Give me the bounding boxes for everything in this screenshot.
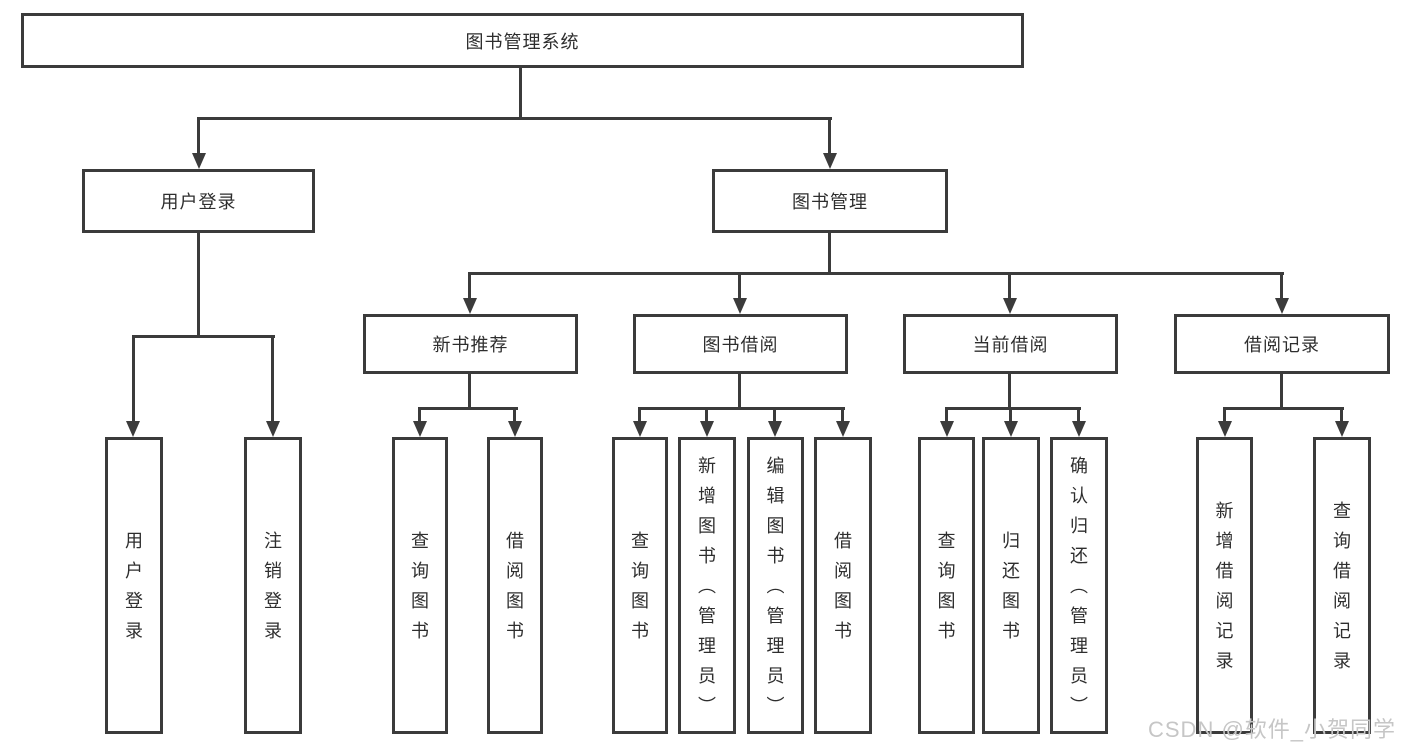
connector-to-current-borrow — [1008, 272, 1011, 300]
connector-cb-3 — [1077, 407, 1080, 423]
leaf-cb-query-book: 查 询 图 书 — [918, 437, 975, 734]
connector-bb-2 — [705, 407, 708, 423]
node-new-book-recommend-label: 新书推荐 — [432, 335, 509, 355]
connector-to-new-book-recommend — [468, 272, 471, 300]
connector-br-cross — [1223, 407, 1344, 410]
node-book-borrow-label: 图书借阅 — [702, 335, 779, 355]
connector-br-2 — [1340, 407, 1343, 423]
connector-bb-3 — [773, 407, 776, 423]
leaf-cb-return-book-label: 归 还 图 书 — [1002, 530, 1020, 641]
node-book-management: 图书管理 — [712, 169, 948, 233]
leaf-cb-confirm-return-admin: 确 认 归 还 ︵ 管 理 员 ︶ — [1050, 437, 1108, 734]
connector-root-stem — [519, 68, 522, 120]
leaf-bb-borrow-book: 借 阅 图 书 — [814, 437, 872, 734]
connector-nbr-stem — [468, 374, 471, 410]
leaf-user-login: 用 户 登 录 — [105, 437, 163, 734]
connector-nbr-left — [418, 407, 421, 423]
arrow-down-icon — [126, 421, 140, 437]
arrow-down-icon — [1275, 298, 1289, 314]
arrow-down-icon — [733, 298, 747, 314]
arrow-down-icon — [1003, 298, 1017, 314]
leaf-bb-add-book-admin: 新 增 图 书 ︵ 管 理 员 ︶ — [678, 437, 736, 734]
connector-to-book-borrow — [738, 272, 741, 300]
node-current-borrow: 当前借阅 — [903, 314, 1118, 374]
leaf-bb-add-book-admin-label: 新 增 图 书 ︵ 管 理 员 ︶ — [698, 455, 716, 716]
leaf-nbr-borrow-book: 借 阅 图 书 — [487, 437, 543, 734]
node-new-book-recommend: 新书推荐 — [363, 314, 578, 374]
connector-cb-cross — [945, 407, 1081, 410]
arrow-down-icon — [508, 421, 522, 437]
connector-bb-stem — [738, 374, 741, 410]
node-user-login-label: 用户登录 — [160, 192, 237, 212]
connector-cb-1 — [945, 407, 948, 423]
leaf-bb-edit-book-admin: 编 辑 图 书 ︵ 管 理 员 ︶ — [747, 437, 804, 734]
arrow-down-icon — [940, 421, 954, 437]
leaf-cb-query-book-label: 查 询 图 书 — [937, 530, 956, 641]
connector-cb-2 — [1009, 407, 1012, 423]
arrow-down-icon — [633, 421, 647, 437]
leaf-bb-edit-book-admin-label: 编 辑 图 书 ︵ 管 理 员 ︶ — [766, 455, 785, 716]
arrow-down-icon — [836, 421, 850, 437]
arrow-down-icon — [413, 421, 427, 437]
arrow-down-icon — [768, 421, 782, 437]
arrow-down-icon — [700, 421, 714, 437]
leaf-bb-borrow-book-label: 借 阅 图 书 — [834, 530, 852, 641]
leaf-logout: 注 销 登 录 — [244, 437, 302, 734]
connector-bb-cross — [638, 407, 845, 410]
leaf-user-login-label: 用 户 登 录 — [125, 530, 143, 641]
arrow-down-icon — [463, 298, 477, 314]
node-book-borrow: 图书借阅 — [633, 314, 848, 374]
leaf-logout-label: 注 销 登 录 — [264, 530, 282, 641]
arrow-down-icon — [266, 421, 280, 437]
arrow-down-icon — [192, 153, 206, 169]
leaf-br-add-record-label: 新 增 借 阅 记 录 — [1215, 500, 1234, 671]
arrow-down-icon — [1004, 421, 1018, 437]
leaf-br-add-record: 新 增 借 阅 记 录 — [1196, 437, 1253, 734]
connector-user-login-cross — [132, 335, 275, 338]
node-user-login: 用户登录 — [82, 169, 315, 233]
arrow-down-icon — [1335, 421, 1349, 437]
connector-to-user-login — [197, 117, 200, 155]
arrow-down-icon — [823, 153, 837, 169]
leaf-cb-confirm-return-admin-label: 确 认 归 还 ︵ 管 理 员 ︶ — [1070, 455, 1088, 716]
leaf-bb-query-book: 查 询 图 书 — [612, 437, 668, 734]
connector-cb-stem — [1008, 374, 1011, 410]
leaf-br-query-record: 查 询 借 阅 记 录 — [1313, 437, 1371, 734]
leaf-br-query-record-label: 查 询 借 阅 记 录 — [1333, 500, 1351, 671]
leaf-nbr-borrow-book-label: 借 阅 图 书 — [506, 530, 524, 641]
connector-bb-4 — [841, 407, 844, 423]
connector-nbr-cross — [418, 407, 518, 410]
connector-nbr-right — [513, 407, 516, 423]
connector-to-borrow-record — [1280, 272, 1283, 300]
connector-to-leaf-logout — [271, 335, 274, 422]
leaf-cb-return-book: 归 还 图 书 — [982, 437, 1040, 734]
connector-user-login-stem — [197, 233, 200, 338]
connector-to-book-mgmt — [828, 117, 831, 155]
node-root-label: 图书管理系统 — [465, 31, 580, 52]
connector-bb-1 — [638, 407, 641, 423]
leaf-bb-query-book-label: 查 询 图 书 — [631, 530, 649, 641]
connector-to-leaf-user-login — [132, 335, 135, 422]
leaf-nbr-query-book-label: 查 询 图 书 — [411, 530, 429, 641]
connector-root-cross — [197, 117, 832, 120]
connector-br-1 — [1223, 407, 1226, 423]
leaf-nbr-query-book: 查 询 图 书 — [392, 437, 448, 734]
csdn-watermark: CSDN @软件_小贺同学 — [1148, 717, 1397, 742]
arrow-down-icon — [1218, 421, 1232, 437]
node-current-borrow-label: 当前借阅 — [972, 335, 1049, 355]
node-borrow-record: 借阅记录 — [1174, 314, 1390, 374]
node-root: 图书管理系统 — [21, 13, 1024, 68]
arrow-down-icon — [1072, 421, 1086, 437]
connector-br-stem — [1280, 374, 1283, 410]
node-borrow-record-label: 借阅记录 — [1244, 335, 1320, 355]
node-book-management-label: 图书管理 — [792, 192, 868, 212]
connector-book-mgmt-cross — [468, 272, 1284, 275]
connector-book-mgmt-stem — [828, 233, 831, 275]
